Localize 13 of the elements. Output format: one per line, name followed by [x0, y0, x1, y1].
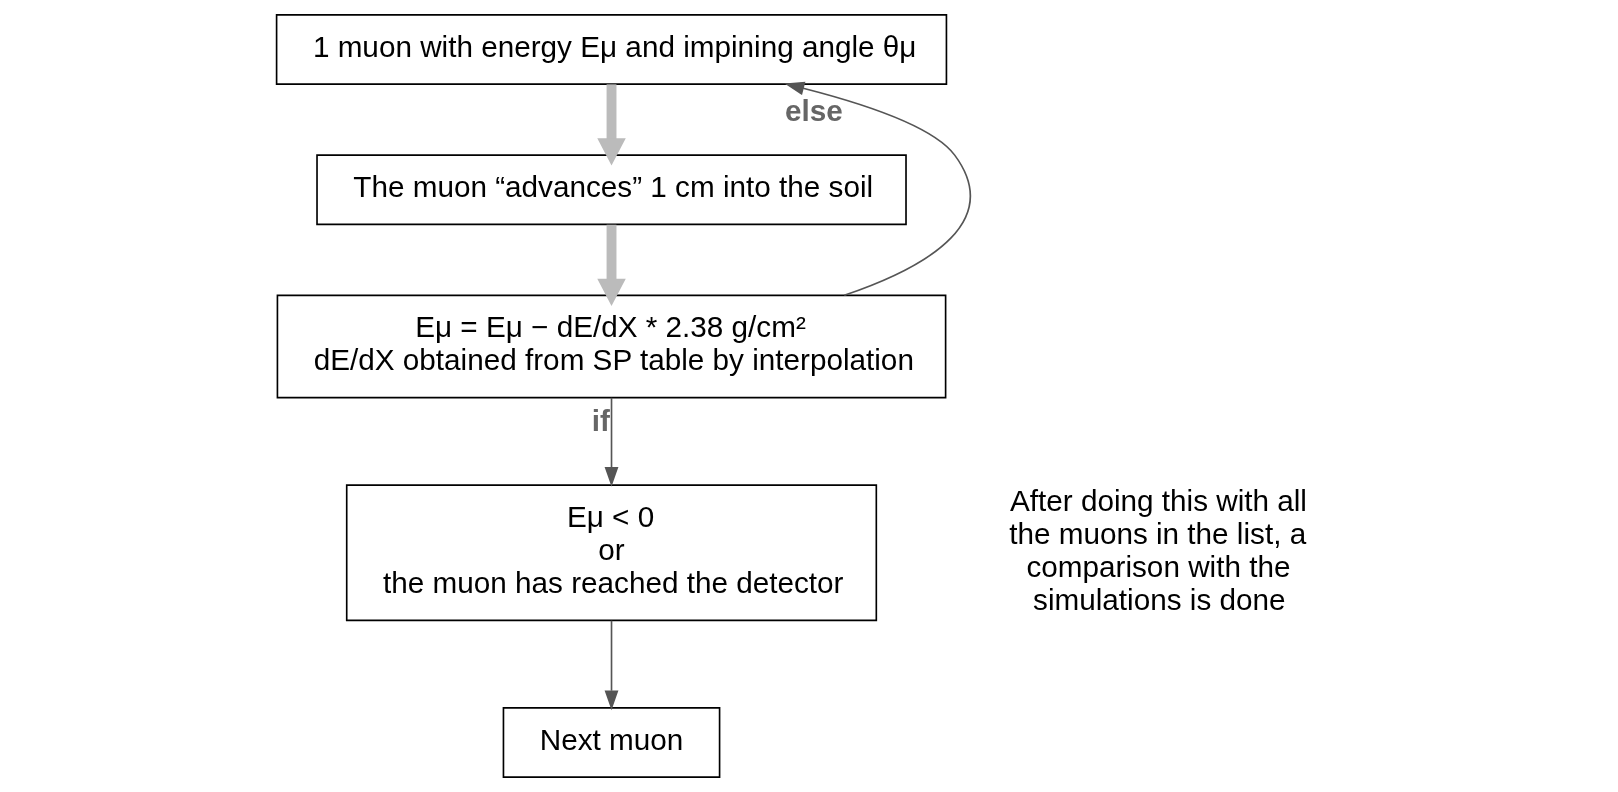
node-box: 1 muon with energy Eμ and impining angle θμ — [275, 14, 947, 85]
node-box: Eμ < 0 or the muon has reached the detector — [345, 484, 877, 622]
arrow — [604, 619, 618, 711]
label: After doing this with all the muons in the list, a comparison with the simulations is done — [1008, 483, 1307, 616]
arrow — [596, 224, 626, 306]
arrow — [604, 396, 618, 487]
arrow — [784, 81, 971, 297]
node-box: Eμ = Eμ − dE/dX * 2.38 g/cm² dE/dX obtained from SP table by interpolation — [276, 294, 946, 399]
arrow — [596, 84, 626, 166]
node-box: Next muon — [502, 707, 720, 778]
edge-label: else — [784, 94, 843, 128]
node-box: The muon “advances” 1 cm into the soil — [315, 154, 907, 226]
edge-label: if — [591, 403, 610, 437]
